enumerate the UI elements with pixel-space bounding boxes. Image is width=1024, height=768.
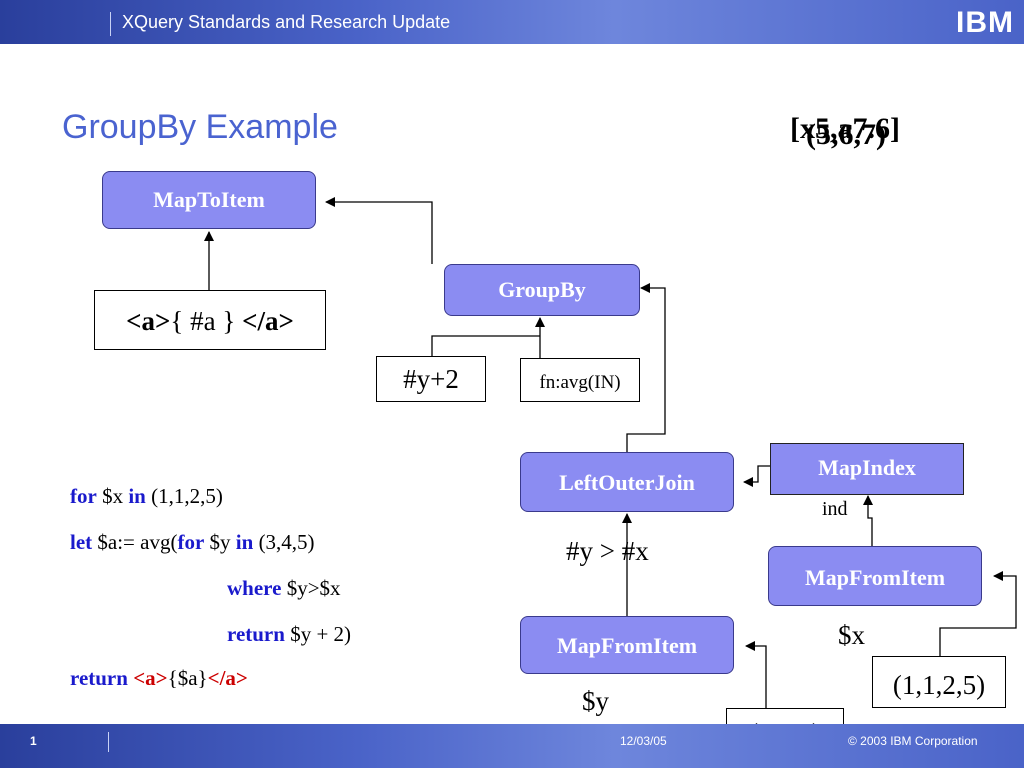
edge-loj-to-groupby <box>626 283 666 452</box>
expr-template-mid: { #a } <box>170 306 236 336</box>
code-line-4: return $y + 2) <box>227 622 351 647</box>
ibm-logo: IBM <box>956 6 1014 39</box>
code-text: $y <box>204 530 236 554</box>
code-line-3: where $y>$x <box>227 576 341 601</box>
code-text: (3,4,5) <box>253 530 315 554</box>
header-bar: XQuery Standards and Research Update IBM <box>0 0 1024 44</box>
code-tag: <a> <box>133 666 168 690</box>
label-join-predicate: #y > #x <box>566 536 649 566</box>
node-groupby: GroupBy <box>444 264 640 316</box>
edge-seq1125-to-mapfromitem <box>939 571 1017 656</box>
overlap-text-a: [x5,a7.6] <box>790 112 900 145</box>
expr-template-open: <a> <box>126 306 171 336</box>
code-keyword: where <box>227 576 282 600</box>
code-text: $y>$x <box>281 576 341 600</box>
edge-args-to-groupby <box>431 335 540 356</box>
expr-seq-1125: (1,1,2,5) <box>872 656 1006 708</box>
edge-seq345-to-mapfromitem <box>745 641 767 708</box>
code-text: (1,1,2,5) <box>145 484 223 508</box>
expr-template-close: </a> <box>242 306 294 336</box>
overlap-text-b: (5,6,7) <box>806 118 886 151</box>
code-keyword: return <box>227 622 285 646</box>
code-text: {$a} <box>167 666 208 690</box>
header-separator <box>110 12 111 36</box>
node-leftouterjoin: LeftOuterJoin <box>520 452 734 512</box>
label-var-x: $x <box>838 620 865 650</box>
code-keyword: for <box>177 530 205 554</box>
expr-template: <a>{ #a } </a> <box>94 290 326 350</box>
page-number: 1 <box>30 734 37 748</box>
code-tag: </a> <box>207 666 248 690</box>
node-maptoitem: MapToItem <box>102 171 316 229</box>
edge-mapindex-to-loj <box>743 465 770 487</box>
code-line-2: let $a:= avg(for $y in (3,4,5) <box>70 530 315 555</box>
expr-group-key: #y+2 <box>376 356 486 402</box>
code-line-1: for $x in (1,1,2,5) <box>70 484 223 509</box>
node-mapfromitem-right: MapFromItem <box>768 546 982 606</box>
code-keyword: in <box>128 484 146 508</box>
code-line-5: return <a>{$a}</a> <box>70 666 248 691</box>
expr-aggregate: fn:avg(IN) <box>520 358 640 402</box>
header-title: XQuery Standards and Research Update <box>122 12 451 32</box>
code-text: $y + 2) <box>284 622 352 646</box>
code-keyword: return <box>70 666 128 690</box>
label-ind: ind <box>822 498 848 520</box>
footer-separator <box>108 732 109 752</box>
edge-groupby-to-maptoitem <box>325 197 433 264</box>
code-keyword: in <box>235 530 254 554</box>
slide-title: GroupBy Example <box>62 108 338 146</box>
footer-bar: 1 12/03/05 © 2003 IBM Corporation <box>0 724 1024 768</box>
code-text: $a:= avg( <box>92 530 178 554</box>
node-mapfromitem-left: MapFromItem <box>520 616 734 674</box>
footer-date: 12/03/05 <box>620 734 667 748</box>
code-text: $x <box>96 484 129 508</box>
label-var-y: $y <box>582 686 609 716</box>
node-mapindex: MapIndex <box>770 443 964 495</box>
edge-mapfromitem-to-mapindex <box>863 495 873 546</box>
code-keyword: let <box>70 530 93 554</box>
code-keyword: for <box>70 484 97 508</box>
footer-copyright: © 2003 IBM Corporation <box>848 734 978 748</box>
